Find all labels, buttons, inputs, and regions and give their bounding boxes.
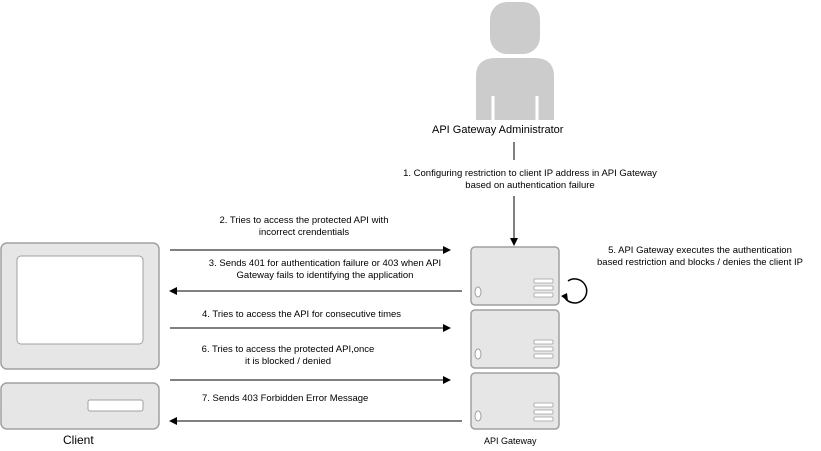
step5-line2: based restriction and blocks / denies th… [597,257,803,268]
administrator-label: API Gateway Administrator [432,124,564,136]
step2-line1: 2. Tries to access the protected API wit… [219,215,389,226]
gateway-label: API Gateway [484,436,537,446]
client-computer-icon [0,242,160,430]
step6-line2: it is blocked / denied [244,356,332,367]
step3-line2: Gateway fails to identifying the applica… [236,270,414,281]
step7-label: 7. Sends 403 Forbidden Error Message [202,393,369,404]
step5-line1: 5. API Gateway executes the authenticati… [608,245,792,256]
step6-label: 6. Tries to access the protected API,onc… [190,344,386,368]
step6-line1: 6. Tries to access the protected API,onc… [201,344,375,355]
client-label: Client [63,433,94,447]
step2-line2: incorrect crendentials [258,227,350,238]
administrator-icon [476,2,554,120]
step1-line2: based on authentication failure [465,180,595,191]
server-unit-3 [470,372,560,430]
step5-self-loop-icon [561,278,588,304]
step1-line1: 1. Configuring restriction to client IP … [403,168,657,179]
server-unit-2 [470,309,560,369]
step3-label: 3. Sends 401 for authentication failure … [190,258,460,282]
gateway-server-icon [470,246,560,430]
step1-label: 1. Configuring restriction to client IP … [386,168,674,192]
step3-line1: 3. Sends 401 for authentication failure … [208,258,442,269]
step4-label: 4. Tries to access the API for consecuti… [202,309,402,320]
server-unit-1 [470,246,560,306]
step2-label: 2. Tries to access the protected API wit… [196,215,412,239]
step5-label: 5. API Gateway executes the authenticati… [582,245,818,269]
